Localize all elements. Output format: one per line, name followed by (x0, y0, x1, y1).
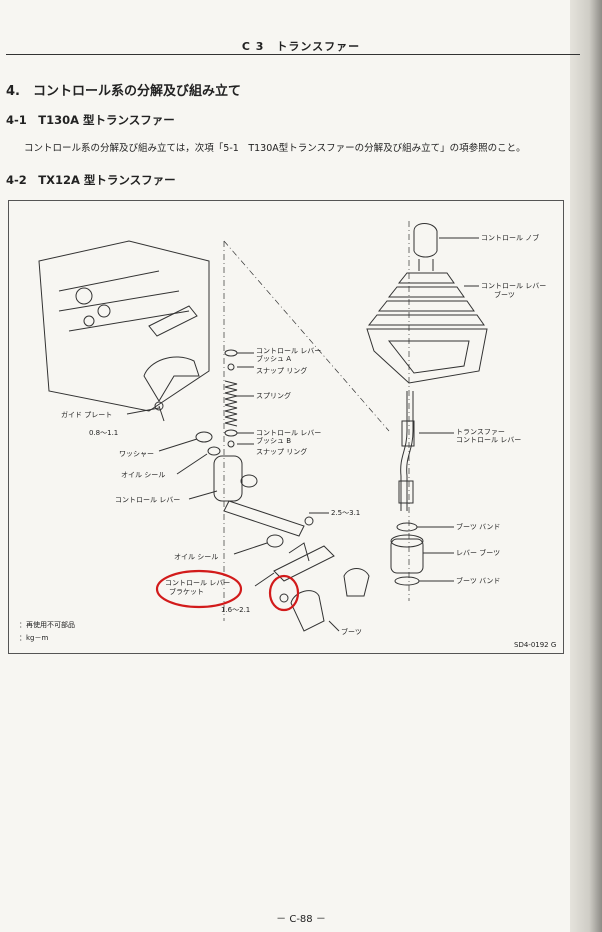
label-boots-band-1: ブーツ バンド (456, 523, 501, 531)
label-spring: スプリング (256, 392, 291, 400)
label-bush-b-1: コントロール レバー (256, 429, 322, 437)
label-control-knob: コントロール ノブ (481, 234, 540, 242)
label-torque-1: 0.8～1.1 (89, 429, 119, 437)
page-binding-shadow (570, 0, 602, 932)
subsection-title-t130a: 4-1 T130A 型トランスファー (6, 113, 175, 127)
exploded-diagram: コントロール ノブ コントロール レバー ブーツ コントロール レバー ブッシュ… (8, 200, 564, 654)
label-lever-boots-1: コントロール レバー (481, 282, 547, 290)
label-oil-seal-2: オイル シール (174, 553, 219, 561)
label-control-lever: コントロール レバー (115, 496, 181, 504)
label-bush-b-2: ブッシュ B (256, 437, 292, 445)
label-snap-ring-1: スナップ リング (256, 367, 308, 375)
label-transfer-lever-1: トランスファー (456, 428, 505, 436)
label-torque-3: 1.6～2.1 (221, 606, 251, 614)
legend-not-reusable: ：再使用不可部品 (19, 621, 75, 629)
red-circle-bolt (268, 574, 300, 612)
label-boots: ブーツ (341, 628, 362, 636)
label-oil-seal-1: オイル シール (121, 471, 166, 479)
label-boots-band-2: ブーツ バンド (456, 577, 501, 585)
diagram-drawing (38, 221, 488, 632)
label-lever-boots-2: ブーツ (494, 291, 515, 299)
page-header: C 3 トランスファー (241, 40, 361, 53)
label-bracket-1: コントロール レバー (165, 579, 231, 587)
subsection-title-tx12a: 4-2 TX12A 型トランスファー (6, 173, 176, 187)
label-torque-2: 2.5～3.1 (331, 509, 361, 517)
label-lever-boots: レバー ブーツ (456, 549, 501, 557)
red-circle-bracket (155, 569, 243, 609)
legend-torque-unit: ：kg－m (19, 634, 49, 642)
page-number: － C-88 － (276, 914, 326, 925)
header-rule (6, 54, 580, 55)
label-snap-ring-2: スナップ リング (256, 448, 308, 456)
label-bush-a-1: コントロール レバー (256, 347, 322, 355)
label-bush-a-2: ブッシュ A (256, 355, 292, 363)
reference-paragraph: コントロール系の分解及び組み立ては，次項「5-1 T130A型トランスファーの分… (24, 143, 526, 154)
label-washer: ワッシャー (119, 450, 154, 458)
label-transfer-lever-2: コントロール レバー (456, 436, 522, 444)
label-bracket-2: ブラケット (169, 588, 204, 596)
section-title: 4. コントロール系の分解及び組み立て (6, 84, 241, 99)
label-guide-plate: ガイド プレート (61, 411, 113, 419)
figure-code: SD4-0192 G (514, 641, 557, 649)
